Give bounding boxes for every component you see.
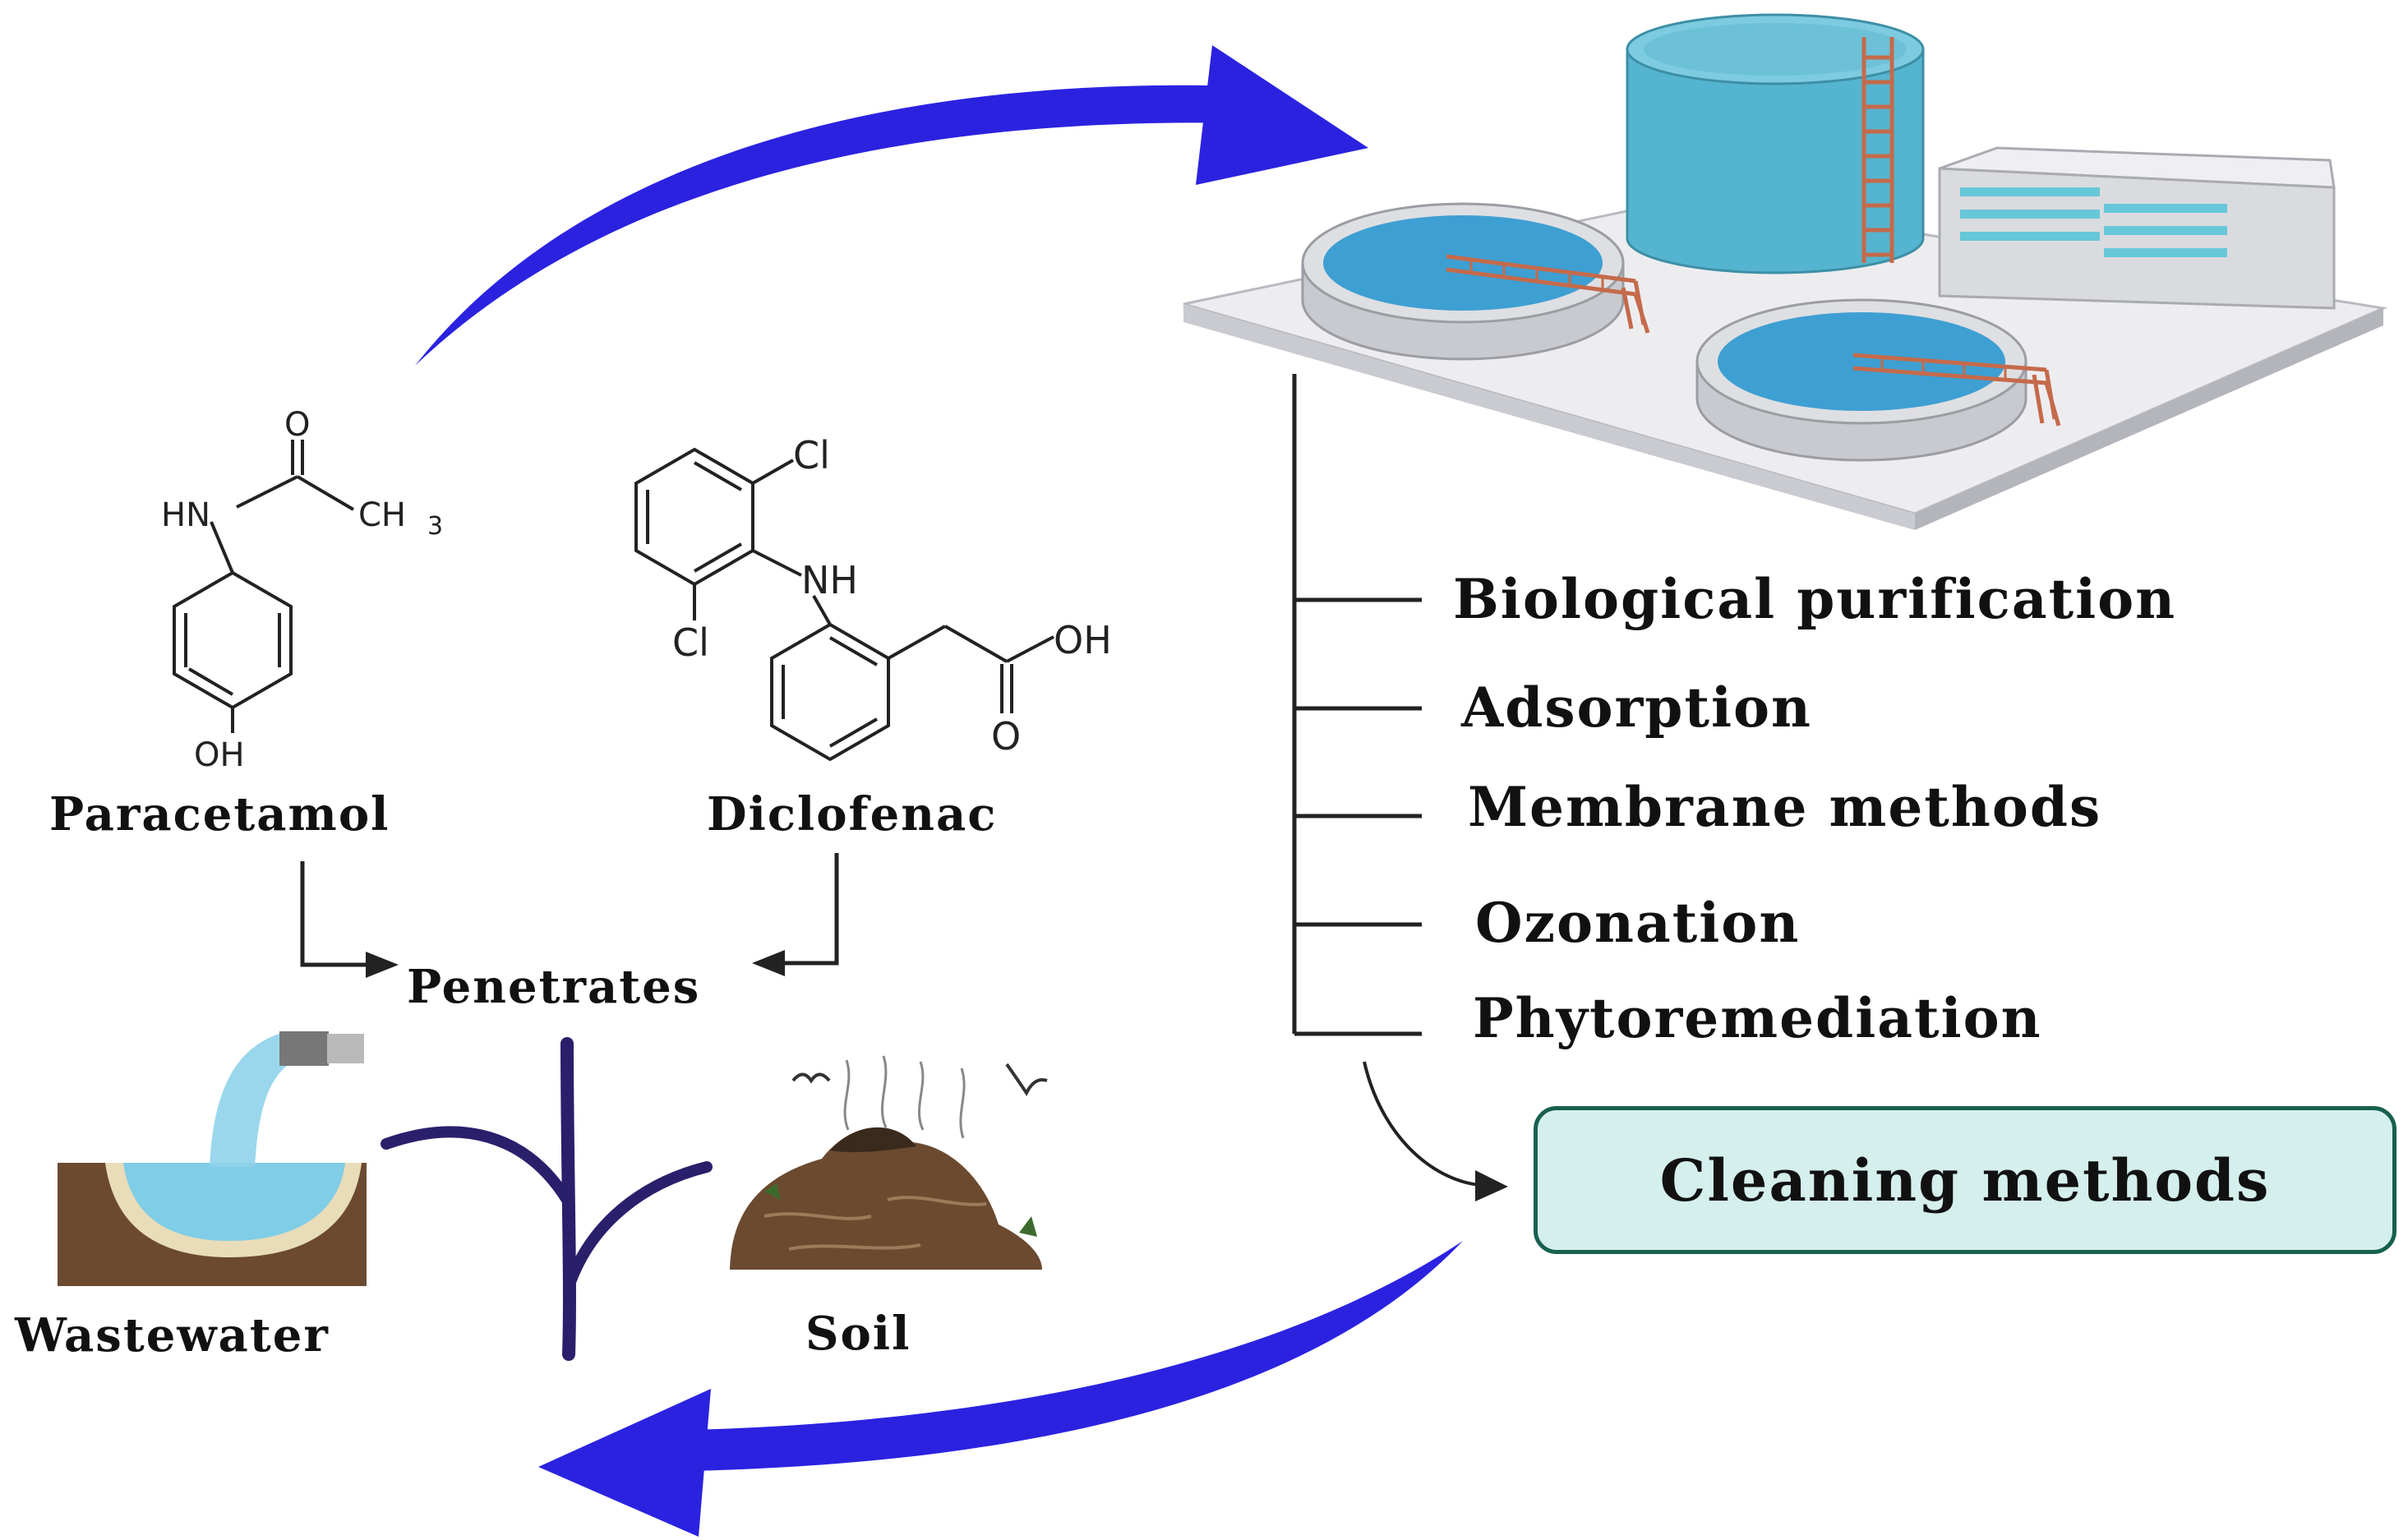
- penetrates-label: Penetrates: [407, 960, 701, 1014]
- penetrates-arrowhead-right: [752, 950, 785, 976]
- atom-oh: OH: [1054, 618, 1112, 662]
- diclofenac-atoms: Cl NH Cl OH O: [672, 433, 1112, 758]
- atom-nh: NH: [801, 558, 858, 602]
- method-membrane-methods: Membrane methods: [1468, 775, 2102, 839]
- penetrates-arrows: [300, 853, 839, 967]
- diclofenac-structure: [634, 447, 1054, 762]
- paracetamol-structure: [173, 440, 355, 733]
- atom-subscript: 3: [427, 512, 443, 541]
- atom-o: O: [991, 714, 1021, 758]
- soil-illustration: [730, 1055, 1048, 1270]
- plant-branch-illustration: [381, 1037, 713, 1361]
- wastewater-label: Wastewater: [15, 1308, 330, 1362]
- atom-hn: HN: [161, 496, 210, 534]
- methods-bracket: [1292, 374, 1422, 1036]
- method-ozonation: Ozonation: [1475, 891, 1801, 955]
- atom-ch: CH: [358, 496, 406, 534]
- method-biological-purification: Biological purification: [1453, 567, 2177, 631]
- atom-cl-top: Cl: [793, 433, 830, 477]
- soil-label: Soil: [805, 1307, 911, 1361]
- paracetamol-atoms: O HN CH 3 OH: [161, 406, 443, 774]
- cleaning-methods-box: Cleaning methods: [1534, 1106, 2396, 1254]
- paracetamol-label: Paracetamol: [49, 787, 390, 841]
- diclofenac-label: Diclofenac: [707, 787, 998, 841]
- method-adsorption: Adsorption: [1461, 675, 1813, 740]
- wastewater-illustration: [58, 1031, 367, 1286]
- methods-to-box-connector: [1363, 1061, 1508, 1201]
- cycle-arrow-top: [415, 45, 1368, 366]
- atom-cl-left: Cl: [672, 620, 709, 665]
- atom-oh: OH: [194, 736, 245, 774]
- method-phytoremediation: Phytoremediation: [1473, 986, 2042, 1050]
- cycle-arrow-bottom: [538, 1241, 1463, 1537]
- treatment-plant-illustration: [1183, 13, 2388, 530]
- atom-o: O: [284, 406, 310, 444]
- penetrates-arrowhead-left: [366, 952, 399, 978]
- cleaning-methods-label: Cleaning methods: [1659, 1146, 2271, 1215]
